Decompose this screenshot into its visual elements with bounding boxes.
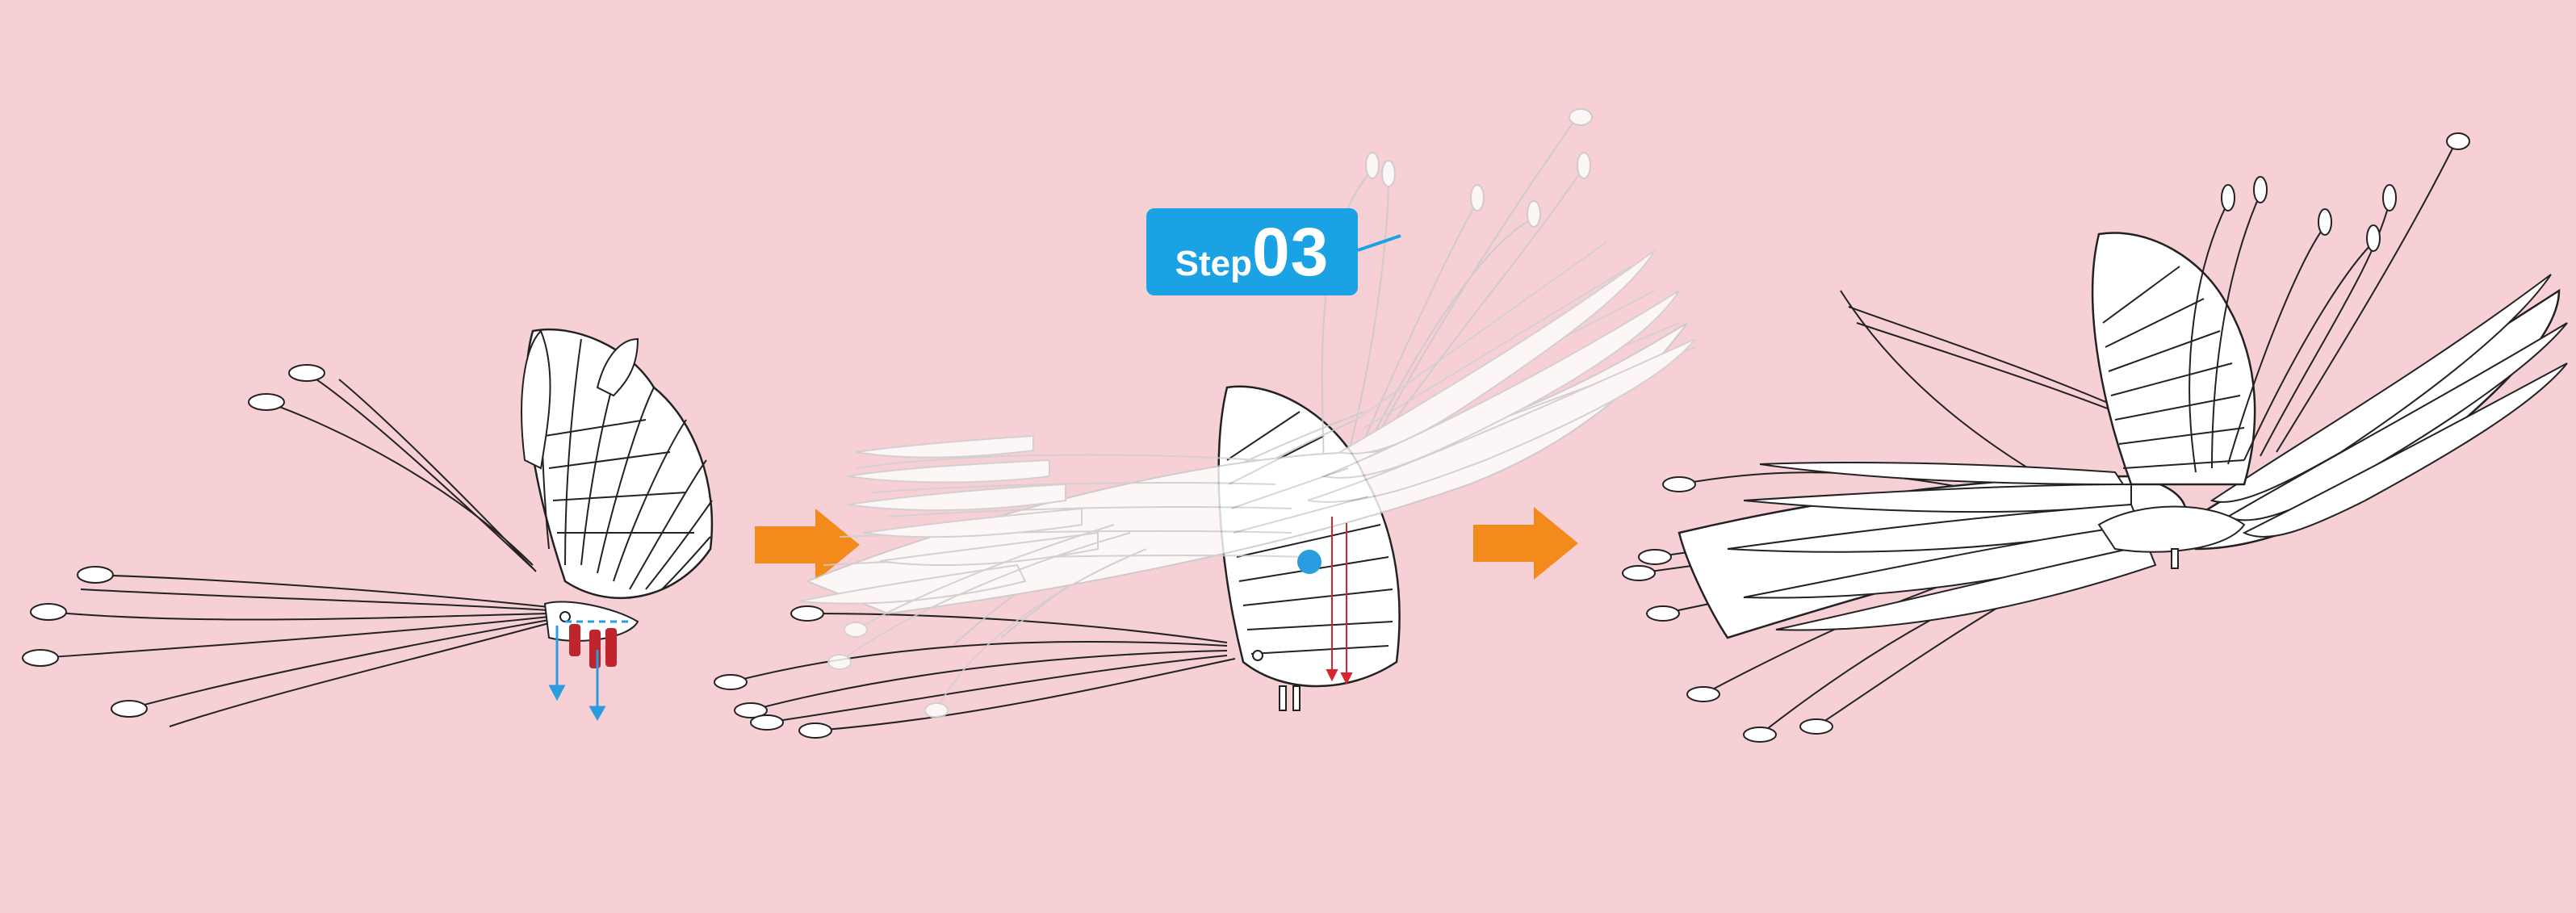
tail-plumes: [40, 373, 549, 727]
upper-plume-tips: [2222, 133, 2469, 251]
figure-after-assembly: [1623, 133, 2567, 742]
wing-fan: [521, 329, 712, 598]
figure-attach-wing-overlay: [714, 109, 1695, 738]
slot-tabs-red: [569, 624, 617, 668]
upright-wing: [2092, 232, 2255, 484]
figure-before-assembly: [23, 329, 712, 727]
step-number: 03: [1252, 218, 1329, 286]
step-badge: Step 03: [1146, 208, 1358, 295]
tail-plume-tips: [23, 365, 325, 717]
next-step-arrow-icon: [1473, 507, 1578, 580]
base-plumes: [731, 614, 1235, 731]
overlay-plume-tips: [1366, 109, 1592, 227]
attach-point-marker: [1297, 550, 1322, 574]
step-word: Step: [1175, 244, 1252, 284]
